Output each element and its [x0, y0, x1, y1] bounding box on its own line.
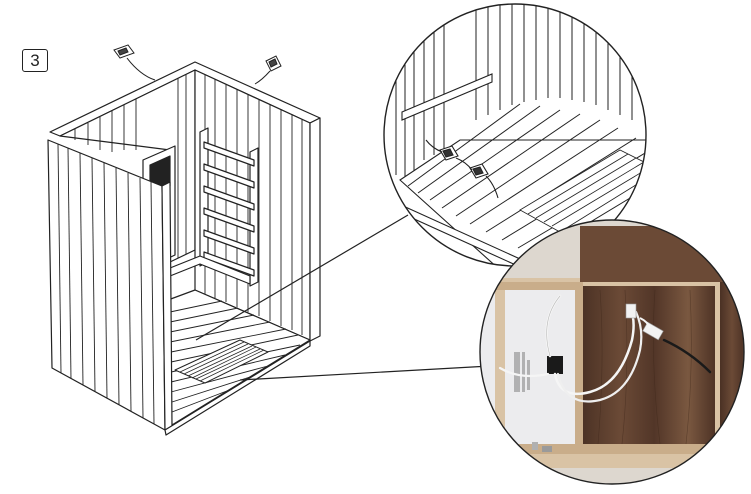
ceiling-connectors [113, 44, 282, 85]
cable-connector-icon [254, 55, 282, 85]
cable-connector-icon [625, 303, 664, 341]
photo-walnut-panel [580, 286, 715, 446]
sauna-cabin [47, 61, 321, 436]
photo-wires [498, 294, 712, 403]
zoom-cable [425, 139, 499, 199]
callout-lines [195, 214, 491, 381]
photo-tape-box [547, 356, 563, 374]
back-left-wall-planks [74, 74, 187, 258]
back-left-wall [59, 69, 196, 263]
zoom-heater-grille [519, 149, 646, 233]
floor-front-rim [164, 340, 311, 436]
zoom-wall-rail [401, 73, 493, 121]
backrest-ladder [199, 127, 259, 287]
right-corner-post [309, 117, 321, 342]
zoom-callout-photo [479, 219, 745, 485]
cable-connector-icon [469, 163, 489, 179]
front-left-wall-planks [57, 143, 155, 425]
floor-heater-grille [174, 339, 269, 384]
cable-connector-icon [113, 44, 156, 81]
step-number-badge: 3 [22, 49, 48, 72]
cable-connector-icon [439, 145, 459, 161]
